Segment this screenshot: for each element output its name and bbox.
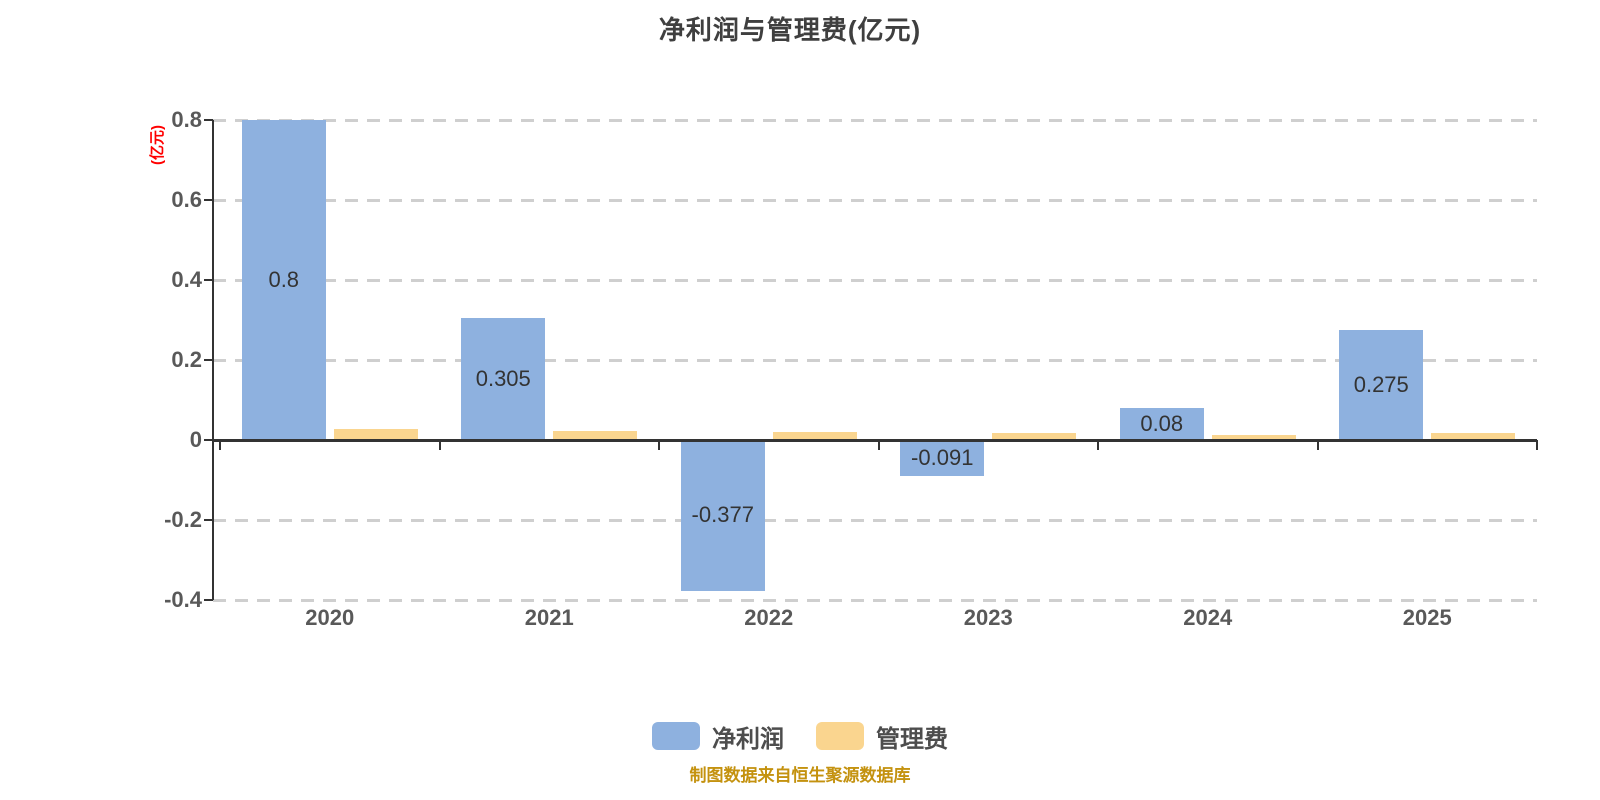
x-axis-line bbox=[212, 438, 1537, 442]
y-tick-label: 0.2 bbox=[171, 347, 202, 372]
management-fee-swatch-icon bbox=[816, 722, 864, 750]
bar-管理费-2022 bbox=[772, 432, 857, 440]
y-axis-tick bbox=[204, 439, 213, 441]
y-axis-tick bbox=[204, 199, 213, 201]
bar-value-label: 0.08 bbox=[1140, 411, 1184, 436]
x-axis-tick bbox=[219, 440, 221, 450]
bar-管理费-2020 bbox=[333, 428, 418, 440]
bar-净利润-2021 bbox=[461, 318, 546, 440]
y-axis-tick bbox=[204, 359, 213, 361]
x-tick-label-2024: 2024 bbox=[1183, 605, 1233, 630]
legend-item-net-profit[interactable]: 净利润 bbox=[652, 719, 784, 754]
x-axis-tick bbox=[1536, 440, 1538, 450]
y-axis-tick bbox=[204, 119, 213, 121]
legend-label: 净利润 bbox=[712, 725, 784, 753]
y-axis-tick bbox=[204, 519, 213, 521]
gridline bbox=[213, 278, 1537, 282]
y-tick-label: -0.4 bbox=[164, 587, 202, 612]
gridline bbox=[213, 518, 1537, 522]
x-tick-label-2022: 2022 bbox=[744, 605, 794, 630]
x-axis-tick bbox=[877, 440, 880, 450]
x-axis-tick bbox=[1316, 440, 1319, 450]
y-axis-line bbox=[212, 120, 214, 600]
y-axis-tick bbox=[204, 599, 213, 601]
bar-管理费-2025 bbox=[1431, 433, 1516, 440]
y-tick-label: 0.8 bbox=[171, 107, 202, 132]
x-axis-tick bbox=[658, 440, 660, 450]
y-tick-label: -0.2 bbox=[164, 507, 202, 532]
bar-管理费-2023 bbox=[992, 432, 1077, 440]
legend-item-management-fee[interactable]: 管理费 bbox=[816, 719, 948, 754]
x-tick-label-2025: 2025 bbox=[1402, 605, 1452, 630]
net-profit-swatch-icon bbox=[652, 722, 700, 750]
legend-label: 管理费 bbox=[876, 725, 948, 753]
gridline bbox=[213, 358, 1537, 362]
x-tick-label-2020: 2020 bbox=[305, 605, 355, 630]
x-axis-tick bbox=[1097, 440, 1099, 450]
bar-净利润-2020 bbox=[241, 120, 326, 440]
gridline bbox=[213, 198, 1537, 202]
chart-title: 净利润与管理费(亿元) bbox=[658, 15, 922, 45]
y-tick-label: 0.4 bbox=[171, 267, 202, 292]
x-tick-label-2021: 2021 bbox=[524, 605, 574, 630]
bar-净利润-2022 bbox=[680, 440, 765, 591]
y-tick-label: 0.6 bbox=[171, 187, 202, 212]
bar-value-label: -0.377 bbox=[691, 502, 754, 528]
bar-净利润-2023 bbox=[900, 440, 985, 477]
bar-value-label: 0.8 bbox=[268, 267, 300, 292]
bar-管理费-2024 bbox=[1211, 435, 1296, 440]
bar-value-label: -0.091 bbox=[911, 445, 974, 471]
gridline bbox=[213, 118, 1537, 122]
x-tick-label-2023: 2023 bbox=[963, 605, 1013, 630]
x-axis-tick bbox=[438, 440, 441, 450]
bar-净利润-2024 bbox=[1119, 408, 1204, 440]
bar-value-label: 0.305 bbox=[475, 366, 531, 391]
bar-净利润-2025 bbox=[1339, 330, 1424, 440]
gridline bbox=[213, 598, 1537, 602]
y-axis-tick bbox=[204, 279, 213, 281]
bar-管理费-2021 bbox=[553, 431, 638, 440]
y-tick-label: 0 bbox=[189, 427, 202, 452]
data-source-footer: 制图数据来自恒生聚源数据库 bbox=[689, 766, 911, 785]
bar-value-label: 0.275 bbox=[1353, 372, 1409, 397]
legend: 净利润 管理费 bbox=[0, 719, 1600, 754]
